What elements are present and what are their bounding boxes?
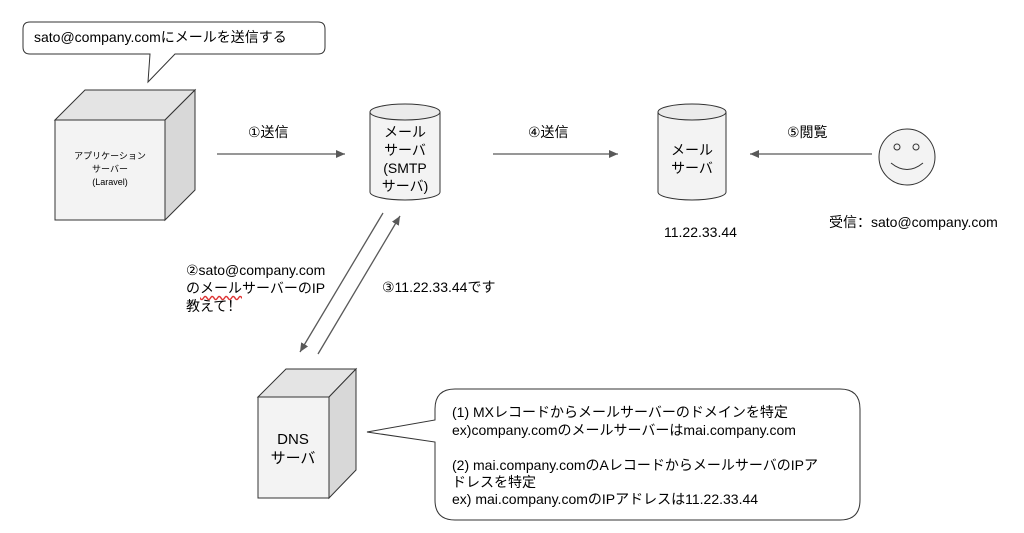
top-callout-bubble bbox=[22, 21, 326, 84]
app-server-cube bbox=[53, 88, 197, 222]
mail-server-dest-label-line: メール bbox=[671, 142, 713, 158]
dns-server-cube bbox=[256, 367, 358, 500]
mail-server-smtp-label-line: メール bbox=[384, 124, 426, 140]
mail-server-smtp-label-line: サーバ bbox=[384, 142, 426, 158]
arrow-step3-label: ③11.22.33.44です bbox=[382, 279, 496, 295]
mail-server-smtp-label-line: (SMTP bbox=[383, 160, 427, 176]
dns-callout-bubble bbox=[366, 388, 861, 521]
arrow-step3 bbox=[317, 215, 401, 355]
mail-server-dest-cylinder bbox=[657, 103, 727, 201]
arrow-step2-line2-a: の bbox=[186, 280, 200, 296]
mail-server-dest-label: メール サーバ bbox=[671, 141, 713, 177]
dns-callout-line1: (1) MXレコードからメールサーバーのドメインを特定 bbox=[452, 404, 788, 420]
dns-callout-line3: (2) mai.company.comのAレコードからメールサーバのIPア bbox=[452, 457, 818, 473]
arrow-step2 bbox=[299, 212, 384, 353]
app-server-label-line: サーバー bbox=[92, 164, 128, 174]
arrow-step5-label: ⑤閲覧 bbox=[787, 124, 828, 140]
mail-server-smtp-label-line: サーバ) bbox=[381, 178, 429, 194]
arrow-step2-label: ②sato@company.com のメールサーバーのIP 教えて！ bbox=[186, 261, 325, 315]
arrow-step1-label: ①送信 bbox=[248, 124, 289, 140]
mail-server-dest-label-line: サーバ bbox=[671, 160, 713, 176]
arrow-step2-line1: ②sato@company.com bbox=[186, 262, 326, 278]
mail-server-smtp-label: メール サーバ (SMTP サーバ) bbox=[382, 123, 429, 195]
arrow-step2-line3: 教えて！ bbox=[186, 298, 242, 314]
arrow-step2-line2: のメールサーバーのIP bbox=[186, 279, 325, 297]
arrow-step2-line2-b: メール bbox=[200, 280, 242, 296]
dns-server-label: DNS サーバ bbox=[271, 430, 316, 468]
top-callout-text: sato@company.comにメールを送信する bbox=[34, 29, 287, 45]
arrow-step4-label: ④送信 bbox=[528, 124, 569, 140]
app-server-label: アプリケーション サーバー (Laravel) bbox=[74, 150, 146, 189]
app-server-label-line: (Laravel) bbox=[92, 177, 128, 187]
app-server-label-line: アプリケーション bbox=[74, 151, 146, 161]
arrow-step2-line2-c: サーバーのIP bbox=[242, 280, 326, 296]
dns-callout-line4: ドレスを特定 bbox=[452, 474, 536, 490]
mail-server-smtp-cylinder bbox=[369, 103, 441, 201]
user-smiley bbox=[878, 128, 936, 186]
dns-server-label-line: DNS bbox=[277, 431, 309, 448]
mail-server-dest-ip: 11.22.33.44 bbox=[664, 224, 737, 240]
dns-callout-line2: ex)company.comのメールサーバーはmai.company.com bbox=[452, 422, 796, 438]
dns-server-label-line: サーバ bbox=[270, 450, 316, 467]
user-receive-label: 受信：sato@company.com bbox=[829, 214, 998, 230]
dns-callout-line5: ex) mai.company.comのIPアドレスは11.22.33.44 bbox=[452, 491, 759, 507]
